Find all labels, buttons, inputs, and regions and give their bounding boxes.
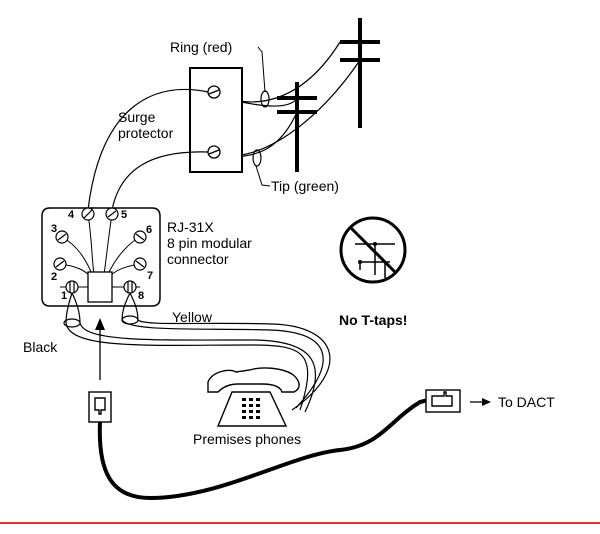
pin-label-8: 8 — [138, 290, 144, 302]
pin-label-4: 4 — [68, 209, 75, 221]
modular-socket — [87, 271, 113, 303]
black-wire-label: Black — [23, 339, 58, 355]
utility-poles — [277, 18, 380, 172]
surge-terminal-bottom — [207, 145, 221, 159]
surge-terminal-top — [207, 85, 221, 99]
pin-terminal-2 — [53, 257, 67, 271]
telephone-icon — [207, 367, 300, 427]
no-ttaps-symbol — [339, 216, 407, 284]
pin-terminal-5 — [105, 207, 119, 221]
premises-wiring — [63, 292, 331, 413]
pin-label-1: 1 — [61, 290, 67, 302]
yellow-wire-label: Yellow — [172, 309, 213, 325]
jack-plug-arrow — [95, 318, 105, 380]
modular-plug-left-icon — [88, 391, 112, 423]
utility-pole-right — [340, 18, 380, 128]
to-dact-arrow — [470, 398, 491, 406]
dact-cable — [88, 389, 491, 501]
pin-terminal-1 — [65, 280, 79, 294]
protector-to-jack-wires — [87, 88, 209, 211]
pin-terminal-6 — [133, 230, 147, 244]
pin-label-3: 3 — [51, 223, 57, 235]
rj31x-label-line1: RJ-31X — [167, 219, 214, 235]
modular-plug-right-icon — [425, 389, 461, 413]
pin-terminal-3 — [55, 230, 69, 244]
to-dact-label: To DACT — [498, 394, 555, 410]
pin-label-2: 2 — [51, 271, 57, 283]
surge-protector — [189, 67, 243, 173]
rj31x-label-line2: 8 pin modular — [167, 235, 252, 251]
callout-lines — [255, 46, 271, 187]
premises-phones-label: Premises phones — [193, 431, 301, 447]
ring-wire-clip — [260, 90, 270, 108]
footer-rule — [0, 522, 600, 524]
tip-label: Tip (green) — [271, 178, 339, 194]
ring-label: Ring (red) — [170, 39, 232, 55]
pin-label-5: 5 — [121, 209, 127, 221]
pin-label-6: 6 — [146, 224, 152, 236]
pin-terminal-7 — [133, 257, 147, 271]
surge-protector-label-line2: protector — [118, 125, 174, 141]
rj31x-label-line3: connector — [167, 251, 229, 267]
tip-wire-clip — [252, 149, 262, 167]
pin-terminals — [53, 207, 147, 294]
no-ttaps-label: No T-taps! — [339, 312, 407, 328]
pin-label-7: 7 — [147, 270, 153, 282]
pin-terminal-4 — [81, 207, 95, 221]
surge-protector-label-line1: Surge — [118, 109, 156, 125]
rj31x-jack: 4 5 3 6 2 7 1 8 — [41, 207, 161, 307]
pin-terminal-8 — [123, 280, 137, 294]
